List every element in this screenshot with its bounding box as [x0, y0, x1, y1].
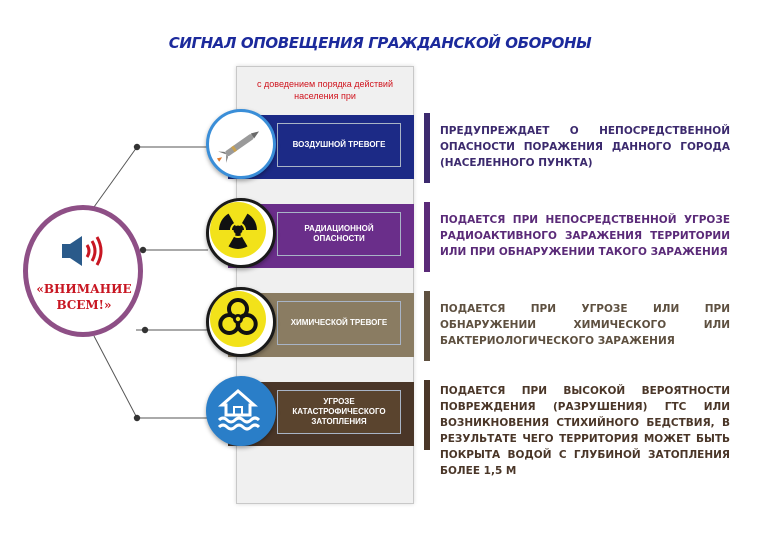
flood-icon [217, 389, 261, 431]
signal-icon-circle-air-raid [206, 109, 276, 179]
signal-label-air-raid: ВОЗДУШНОЙ ТРЕВОГЕ [277, 123, 401, 167]
accent-bar-chemical [424, 291, 430, 361]
desc-air-raid: ПРЕДУПРЕЖДАЕТ О НЕПОСРЕДСТВЕННОЙ ОПАСНОС… [440, 125, 730, 169]
accent-bar-air-raid [424, 113, 430, 183]
attention-circle [23, 205, 143, 337]
intro-text: с доведением порядка действий населения … [257, 79, 393, 101]
desc-radiation: ПОДАЕТСЯ ПРИ НЕПОСРЕДСТВЕННОЙ УГРОЗЕ РАД… [440, 214, 730, 258]
signal-label-chemical: ХИМИЧЕСКОЙ ТРЕВОГЕ [277, 301, 401, 345]
speaker-icon [62, 236, 103, 266]
missile-icon [216, 131, 260, 163]
desc-flood: ПОДАЕТСЯ ПРИ ВЫСОКОЙ ВЕРОЯТНОСТИ ПОВРЕЖД… [440, 385, 730, 477]
signal-label-radiation: РАДИАЦИОННОЙ ОПАСНОСТИ [277, 212, 401, 256]
accent-bar-flood [424, 380, 430, 450]
desc-chemical: ПОДАЕТСЯ ПРИ УГРОЗЕ ИЛИ ПРИ ОБНАРУЖЕНИИ … [440, 303, 730, 347]
accent-bar-radiation [424, 202, 430, 272]
signal-icon-circle-radiation [206, 198, 276, 268]
signal-label-flood: УГРОЗЕ КАТАСТРОФИЧЕСКОГО ЗАТОПЛЕНИЯ [277, 390, 401, 434]
attention-label: «ВНИМАНИЕ ВСЕМ!» [36, 282, 132, 312]
biohazard-icon [210, 291, 266, 347]
signal-icon-circle-flood [206, 376, 276, 446]
radiation-icon [210, 202, 266, 258]
page-title: СИГНАЛ ОПОВЕЩЕНИЯ ГРАЖДАНСКОЙ ОБОРОНЫ [168, 34, 592, 52]
signal-icon-circle-chemical [206, 287, 276, 357]
